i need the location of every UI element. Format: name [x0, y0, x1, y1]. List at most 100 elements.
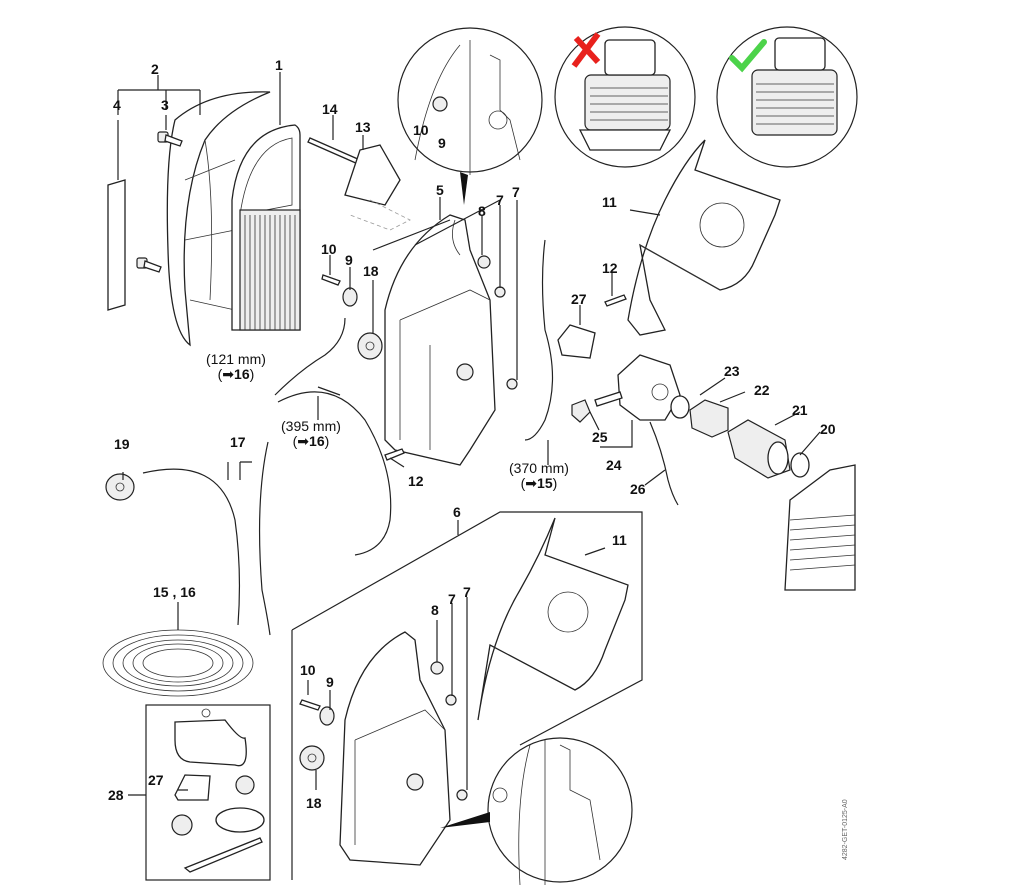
callout-9-c: 9 — [326, 674, 334, 690]
arrow-right-icon: ➡ — [525, 475, 538, 492]
part-10-screw — [321, 274, 341, 286]
part-9-clip — [342, 287, 358, 307]
part-2-filter-cover — [166, 91, 271, 347]
part-5-carburetor-box-lower — [339, 631, 451, 866]
callout-7-b: 7 — [512, 184, 520, 200]
detail-circle-lower — [440, 737, 633, 885]
part-18-primer-bulb — [357, 332, 383, 360]
callout-28: 28 — [108, 787, 124, 803]
hose-121mm — [274, 317, 346, 396]
callout-22: 22 — [754, 382, 770, 398]
callout-3: 3 — [161, 97, 169, 113]
callout-7-c: 7 — [448, 591, 456, 607]
part-21-intake-manifold — [727, 419, 791, 479]
part-23-ring — [670, 395, 690, 419]
measurement-length: (370 mm) — [509, 460, 569, 476]
measurement-ref: 15 — [537, 475, 553, 492]
callout-4: 4 — [113, 97, 121, 113]
callout-9-b: 9 — [345, 252, 353, 268]
part-25-knob — [571, 399, 591, 423]
measurement-ref: 16 — [234, 366, 250, 383]
part-7-plug-upper — [494, 286, 506, 298]
part-12-screw-box — [384, 448, 405, 461]
callout-27-a: 27 — [571, 291, 587, 307]
part-3-screw-upper — [157, 131, 183, 147]
group-6-outline — [291, 511, 643, 880]
callout-14: 14 — [322, 101, 338, 117]
callout-19: 19 — [114, 436, 130, 452]
callout-11-b: 11 — [612, 532, 627, 548]
comparison-wrong-cylinder — [554, 26, 696, 168]
leader-lines — [117, 72, 821, 796]
callout-24: 24 — [606, 457, 622, 473]
callout-6: 6 — [453, 504, 461, 520]
callout-25: 25 — [592, 429, 608, 445]
callout-18-b: 18 — [306, 795, 322, 811]
part-7-plug-lower-a — [445, 694, 457, 706]
hose-370mm — [524, 239, 554, 441]
part-22-flange — [689, 399, 729, 438]
measurement-length: (395 mm) — [281, 418, 341, 434]
drawing-code: 4282-GET-0125-A0 — [842, 799, 849, 860]
part-20-hose-clamp — [790, 452, 810, 478]
part-27-gasket — [557, 324, 596, 359]
correct-check-icon — [729, 39, 767, 73]
callout-12-b: 12 — [408, 473, 424, 489]
callout-7-d: 7 — [463, 584, 471, 600]
measurement-ref: 16 — [309, 433, 325, 450]
callout-9-a: 9 — [438, 135, 446, 151]
part-19-primer-bulb — [105, 473, 135, 501]
callout-13: 13 — [355, 119, 371, 135]
callout-27-b: 27 — [148, 772, 164, 788]
measurement-395mm: (395 mm) (➡16) — [281, 418, 341, 450]
part-28-gasket-kit — [145, 704, 271, 881]
part-8-grommet — [477, 255, 491, 269]
callout-7-a: 7 — [496, 192, 504, 208]
callout-5: 5 — [436, 182, 444, 198]
measurement-370mm: (370 mm) (➡15) — [509, 460, 569, 492]
callout-18-a: 18 — [363, 263, 379, 279]
part-18-primer-bulb-lower — [299, 745, 325, 771]
callout-21: 21 — [792, 402, 808, 418]
callout-8-a: 8 — [478, 203, 486, 219]
callout-10-c: 10 — [300, 662, 316, 678]
part-10-screw-lower — [299, 699, 321, 711]
hose-395mm — [277, 391, 392, 556]
measurement-length: (121 mm) — [206, 351, 266, 367]
part-8-grommet-lower — [430, 661, 444, 675]
arrow-right-icon: ➡ — [297, 433, 310, 450]
part-5-carburetor-box — [384, 214, 496, 466]
callout-17: 17 — [230, 434, 246, 450]
part-26-impulse-hose — [649, 421, 679, 506]
part-17-hose-left — [142, 468, 241, 626]
wrong-x-icon — [571, 32, 601, 68]
part-7-plug-lower — [506, 378, 518, 390]
callout-1: 1 — [275, 57, 283, 73]
part-24-carburetor — [594, 354, 681, 421]
engine-cylinder — [784, 464, 856, 591]
part-7-plug-lower-b — [456, 789, 468, 801]
callout-10-b: 10 — [321, 241, 337, 257]
part-17-hose-right — [258, 441, 271, 636]
part-11-shroud-lower — [477, 517, 629, 721]
part-1-filter-element — [231, 124, 301, 331]
part-3-screw-lower — [136, 257, 162, 273]
arrow-right-icon: ➡ — [222, 366, 235, 383]
part-9-clip-lower — [319, 706, 335, 726]
part-13-bracket — [344, 144, 401, 206]
callout-2: 2 — [151, 61, 159, 77]
part-15-16-coiled-hose — [102, 629, 254, 697]
part-14-bolt — [307, 137, 361, 165]
callout-26: 26 — [630, 481, 646, 497]
callout-20: 20 — [820, 421, 836, 437]
comparison-correct-cylinder — [716, 26, 858, 168]
callout-8-b: 8 — [431, 602, 439, 618]
part-11-shroud-upper — [627, 139, 781, 336]
part-12-screw-shroud — [604, 294, 627, 307]
callout-15-16: 15 , 16 — [153, 584, 196, 600]
callout-12-a: 12 — [602, 260, 618, 276]
part-4-label-strip — [107, 179, 126, 311]
measurement-121mm: (121 mm) (➡16) — [206, 351, 266, 383]
detail-circle-fastener — [397, 27, 543, 205]
